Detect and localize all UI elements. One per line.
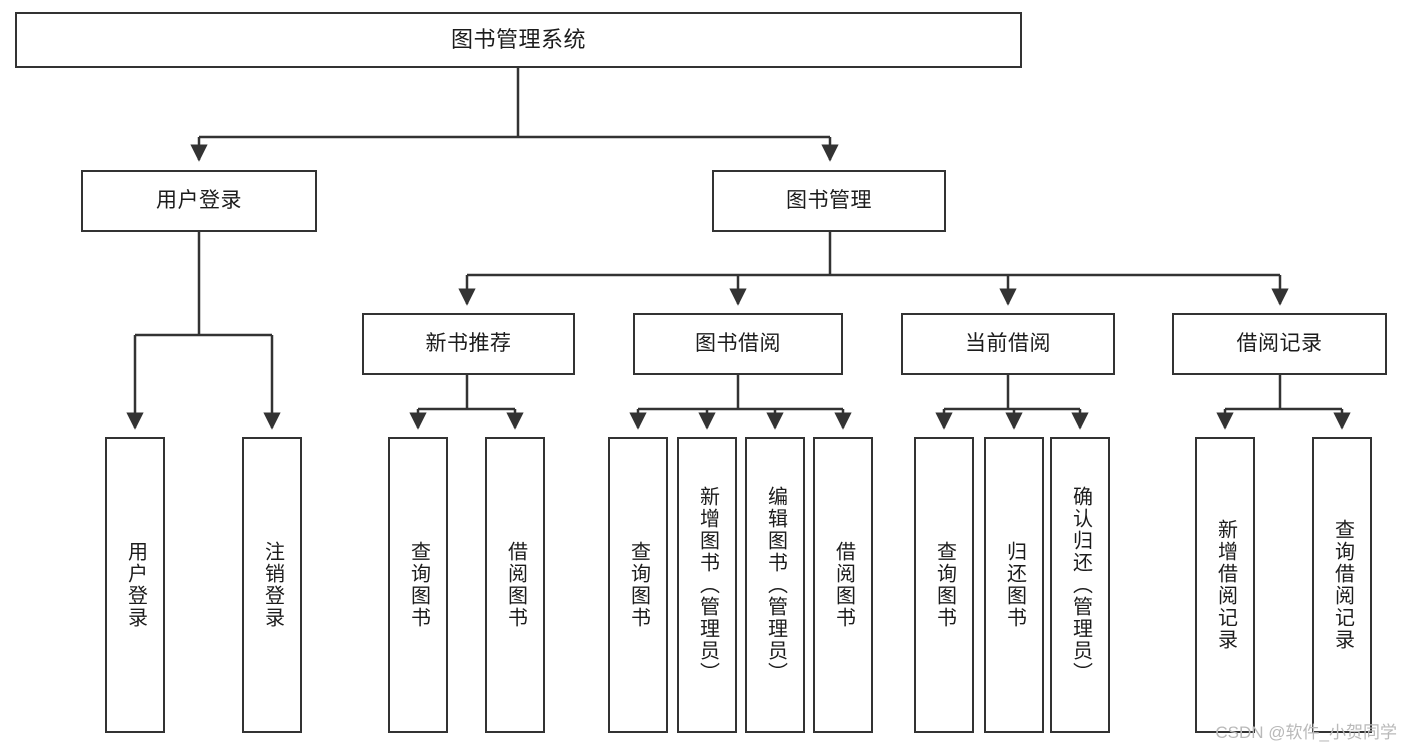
node-borrow-records[interactable]: 借阅记录 bbox=[1172, 313, 1387, 375]
node-borrow-book-label: 借阅图书 bbox=[832, 541, 855, 629]
node-new-book-recommend-label: 新书推荐 bbox=[425, 331, 512, 355]
node-query-record-label: 查询借阅记录 bbox=[1331, 519, 1354, 651]
node-confirm-return-label: 确认归还（管理员） bbox=[1069, 486, 1092, 684]
node-query-book-borrow[interactable]: 查询图书 bbox=[608, 437, 668, 733]
node-query-book-new-label: 查询图书 bbox=[407, 541, 430, 629]
node-root-label: 图书管理系统 bbox=[450, 27, 586, 53]
node-edit-book-label: 编辑图书（管理员） bbox=[764, 486, 787, 684]
node-logout[interactable]: 注销登录 bbox=[242, 437, 302, 733]
node-add-book-label: 新增图书（管理员） bbox=[696, 486, 719, 684]
node-query-book-current[interactable]: 查询图书 bbox=[914, 437, 974, 733]
node-edit-book[interactable]: 编辑图书（管理员） bbox=[745, 437, 805, 733]
node-book-management[interactable]: 图书管理 bbox=[712, 170, 946, 232]
node-query-record[interactable]: 查询借阅记录 bbox=[1312, 437, 1372, 733]
node-user-login[interactable]: 用户登录 bbox=[81, 170, 317, 232]
node-add-book[interactable]: 新增图书（管理员） bbox=[677, 437, 737, 733]
node-borrow-book[interactable]: 借阅图书 bbox=[813, 437, 873, 733]
node-return-book-label: 归还图书 bbox=[1003, 541, 1026, 629]
node-book-management-label: 图书管理 bbox=[786, 188, 872, 212]
node-logout-label: 注销登录 bbox=[261, 541, 284, 629]
node-current-borrow[interactable]: 当前借阅 bbox=[901, 313, 1115, 375]
node-query-book-current-label: 查询图书 bbox=[933, 541, 956, 629]
node-new-book-recommend[interactable]: 新书推荐 bbox=[362, 313, 575, 375]
node-query-book-borrow-label: 查询图书 bbox=[627, 541, 650, 629]
node-query-book-new[interactable]: 查询图书 bbox=[388, 437, 448, 733]
node-user-login-label: 用户登录 bbox=[156, 188, 242, 212]
node-book-borrow[interactable]: 图书借阅 bbox=[633, 313, 843, 375]
node-borrow-book-new[interactable]: 借阅图书 bbox=[485, 437, 545, 733]
node-root[interactable]: 图书管理系统 bbox=[15, 12, 1022, 68]
node-user-login[interactable]: 用户登录 bbox=[105, 437, 165, 733]
node-add-record-label: 新增借阅记录 bbox=[1214, 519, 1237, 651]
node-current-borrow-label: 当前借阅 bbox=[965, 331, 1051, 355]
node-borrow-records-label: 借阅记录 bbox=[1236, 331, 1323, 355]
node-user-login-label: 用户登录 bbox=[124, 541, 147, 629]
node-add-record[interactable]: 新增借阅记录 bbox=[1195, 437, 1255, 733]
watermark: CSDN @软件_小贺同学 bbox=[1215, 723, 1397, 742]
node-borrow-book-new-label: 借阅图书 bbox=[504, 541, 527, 629]
node-book-borrow-label: 图书借阅 bbox=[695, 331, 781, 355]
node-confirm-return[interactable]: 确认归还（管理员） bbox=[1050, 437, 1110, 733]
node-return-book[interactable]: 归还图书 bbox=[984, 437, 1044, 733]
